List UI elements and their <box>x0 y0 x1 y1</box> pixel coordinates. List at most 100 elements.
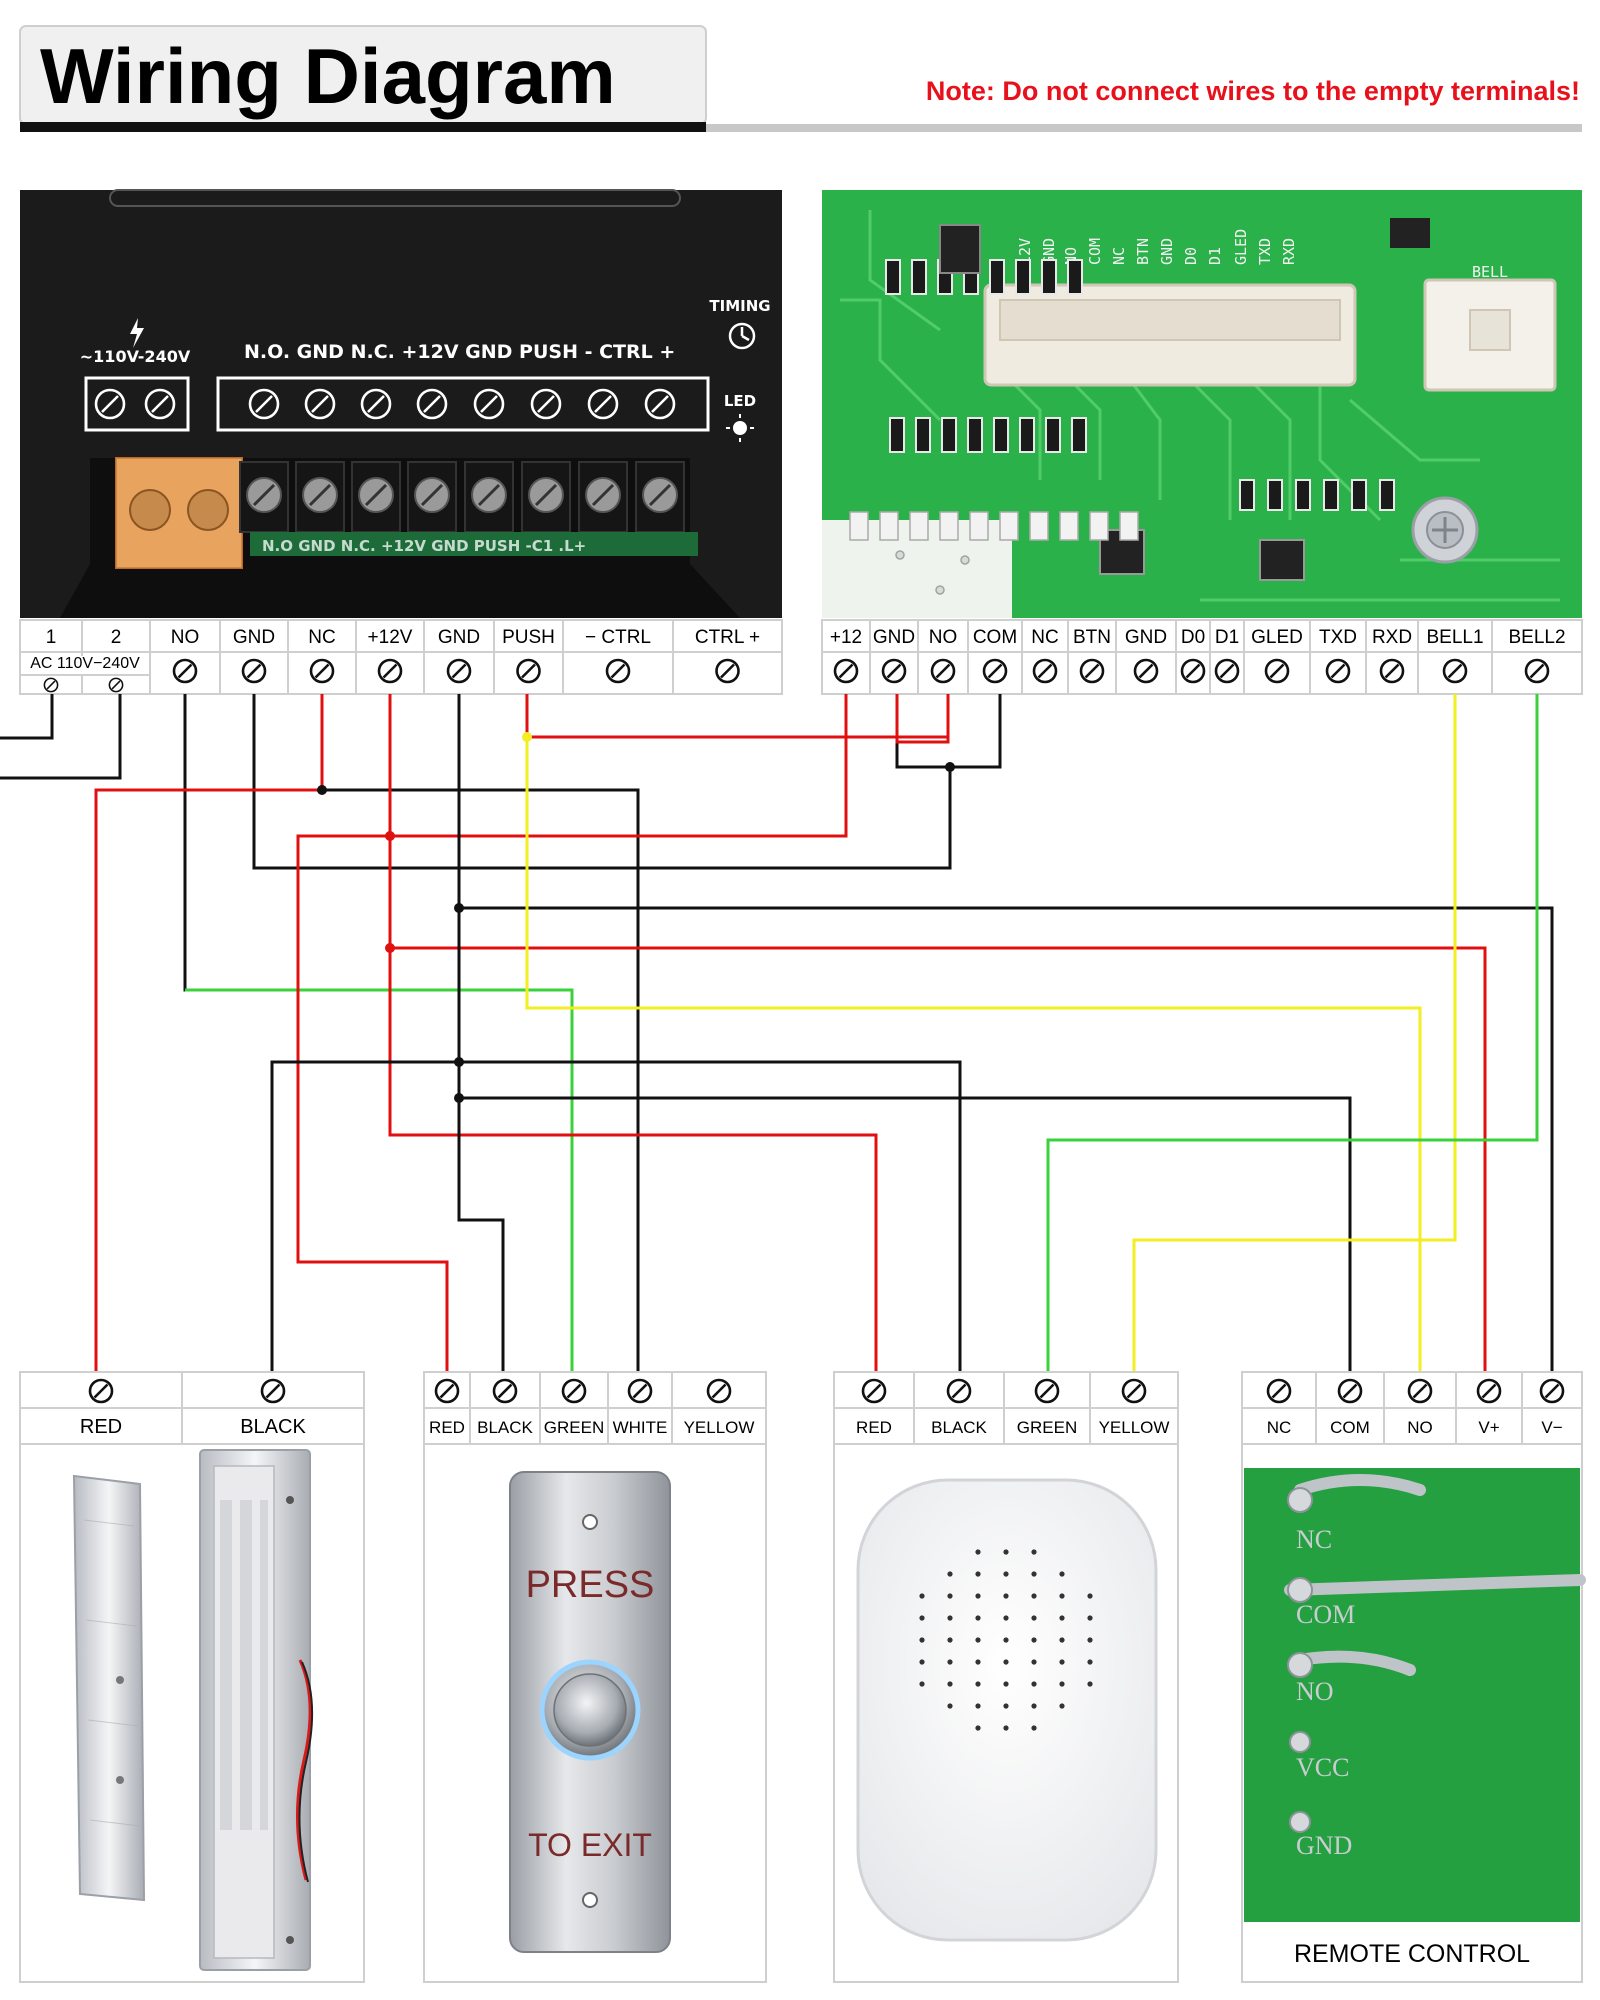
pcb-resistors <box>885 259 1395 511</box>
speaker-hole <box>1003 1593 1009 1599</box>
exit-button-terminal-screw[interactable] <box>627 1378 653 1404</box>
pcb-resistor <box>941 417 957 453</box>
speaker-hole <box>1003 1681 1009 1687</box>
controller-terminal-label: BELL2 <box>1508 627 1565 648</box>
remote-board-label: NO <box>1296 1677 1334 1706</box>
speaker-hole <box>1003 1615 1009 1621</box>
remote-terminal-screw[interactable] <box>1476 1378 1502 1404</box>
controller-terminal-screw[interactable] <box>833 658 859 684</box>
psu-gnd-to-exit-black <box>457 694 505 1372</box>
controller-terminal-screw[interactable] <box>1032 658 1058 684</box>
speaker-hole <box>947 1615 953 1621</box>
controller-terminal-screw[interactable] <box>1325 658 1351 684</box>
speaker-hole <box>1031 1681 1037 1687</box>
lock-terminal-screw[interactable] <box>260 1378 286 1404</box>
remote-terminal-screw[interactable] <box>1266 1378 1292 1404</box>
doorbell-terminal-screw[interactable] <box>1121 1378 1147 1404</box>
pcb-silk-label: D0 <box>1182 247 1200 265</box>
controller-terminal-screw[interactable] <box>1524 658 1550 684</box>
exit-button-terminal-screw[interactable] <box>434 1378 460 1404</box>
controller-terminal-screw[interactable] <box>1379 658 1405 684</box>
controller-terminal-label: BTN <box>1073 627 1111 648</box>
pcb-resistor <box>967 417 983 453</box>
title-underline <box>20 122 706 132</box>
psu-terminal-label: GND <box>233 627 275 648</box>
remote-terminal-screw[interactable] <box>1407 1378 1433 1404</box>
psu-terminal-screw[interactable] <box>446 658 472 684</box>
speaker-hole <box>947 1681 953 1687</box>
exit-button-terminal-screw[interactable] <box>561 1378 587 1404</box>
timing-knob-icon <box>728 322 756 350</box>
exit-button-terminal-screw[interactable] <box>492 1378 518 1404</box>
speaker-hole <box>1003 1571 1009 1577</box>
pcb-pin <box>909 511 929 541</box>
wire-junction-dot <box>454 1093 464 1103</box>
psu-terminal-screw[interactable] <box>241 658 267 684</box>
controller-terminal-screw[interactable] <box>1079 658 1105 684</box>
wire-junction-dot <box>945 762 955 772</box>
pcb-resistor <box>993 417 1009 453</box>
doorbell-terminal-screw[interactable] <box>861 1378 887 1404</box>
psu-terminal-label: 1 <box>46 627 57 648</box>
pcb-resistor <box>915 417 931 453</box>
psu-terminal-screw[interactable] <box>377 658 403 684</box>
controller-terminal-screw[interactable] <box>1214 658 1240 684</box>
lock-terminal-label: BLACK <box>240 1416 306 1438</box>
controller-terminal-screw[interactable] <box>1442 658 1468 684</box>
pcb-pin <box>939 511 959 541</box>
speaker-hole <box>947 1571 953 1577</box>
led-icon <box>726 414 754 442</box>
pcb-resistor <box>1041 259 1057 295</box>
ac-voltage-label: AC 110V−240V <box>30 655 140 672</box>
doorbell-terminal-label: GREEN <box>1017 1418 1077 1437</box>
controller-terminal-label: GLED <box>1251 627 1303 648</box>
controller-no-gnd-jumper <box>895 694 950 744</box>
controller-terminal-screw[interactable] <box>1264 658 1290 684</box>
wire-junction-dot <box>522 732 532 742</box>
psu-ac-screw[interactable] <box>108 677 124 693</box>
controller-terminal-screw[interactable] <box>930 658 956 684</box>
lock-terminal-screw[interactable] <box>88 1378 114 1404</box>
psu-terminal-screw[interactable] <box>309 658 335 684</box>
lock-terminal-label: RED <box>80 1416 122 1438</box>
speaker-hole <box>1031 1549 1037 1555</box>
psu-terminal-label: 2 <box>111 627 122 648</box>
exit-button-terminal-label: GREEN <box>544 1418 604 1437</box>
lock-armature-plate <box>72 1474 146 1902</box>
pcb-resistor <box>1015 259 1031 295</box>
speaker-hole <box>1003 1703 1009 1709</box>
speaker-hole <box>1031 1725 1037 1731</box>
psu-output-screw-box <box>216 376 710 432</box>
psu-terminal-screw[interactable] <box>605 658 631 684</box>
psu-block-screw <box>295 461 345 533</box>
controller-terminal-screw[interactable] <box>1133 658 1159 684</box>
doorbell-terminal-screw[interactable] <box>946 1378 972 1404</box>
remote-terminal-screw[interactable] <box>1539 1378 1565 1404</box>
pcb-resistor <box>1323 479 1339 511</box>
pcb-silk-label: GND <box>1158 238 1176 265</box>
psu-no-wire <box>183 694 572 992</box>
doorbell-terminal-screw[interactable] <box>1034 1378 1060 1404</box>
pcb-resistor <box>1239 479 1255 511</box>
psu-block-screw <box>464 461 514 533</box>
power-supply: ~110V-240V N.O. GND N.C. +12V GND PUSH -… <box>20 189 782 618</box>
pcb-silk-label: BTN <box>1134 238 1152 265</box>
controller-terminal-screw[interactable] <box>1180 658 1206 684</box>
psu-terminal-screw[interactable] <box>172 658 198 684</box>
pcb-resistor <box>889 417 905 453</box>
controller-terminal-screw[interactable] <box>881 658 907 684</box>
remote-terminal-label: COM <box>1330 1418 1370 1437</box>
psu-terminal-label: CTRL + <box>695 627 760 648</box>
psu-ac-screw[interactable] <box>43 677 59 693</box>
remote-terminal-label: NC <box>1267 1418 1292 1437</box>
psu-terminal-screw[interactable] <box>516 658 541 684</box>
remote-terminal-screw[interactable] <box>1337 1378 1363 1404</box>
lock-cable <box>296 1659 312 1881</box>
psu-terminal-screw[interactable] <box>715 658 740 684</box>
controller-terminal-screw[interactable] <box>982 658 1008 684</box>
page-title: Wiring Diagram <box>40 32 616 120</box>
controller-terminal-label: COM <box>973 627 1017 648</box>
exit-button-terminal-screw[interactable] <box>706 1378 732 1404</box>
speaker-hole <box>1059 1659 1065 1665</box>
